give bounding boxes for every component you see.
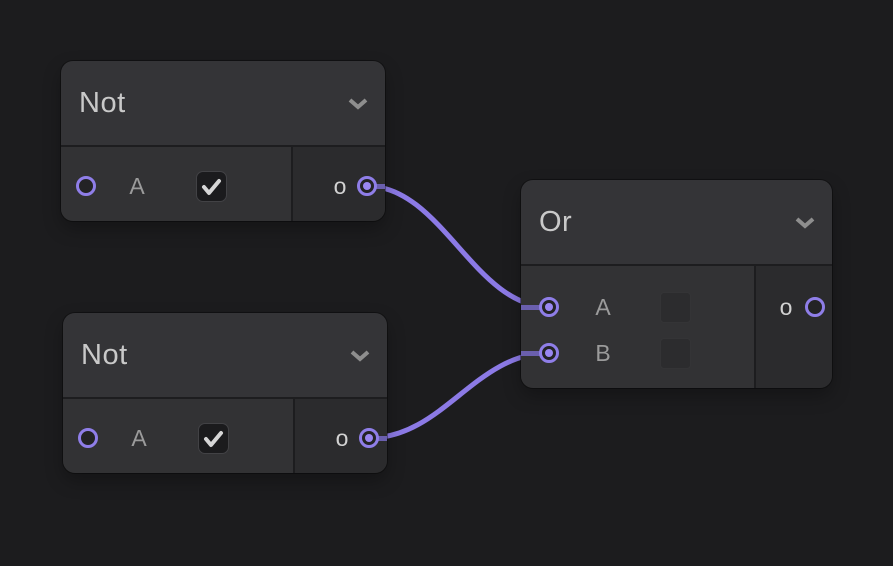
output-socket-o[interactable] — [359, 428, 379, 448]
output-label: o — [333, 173, 347, 199]
output-socket-o[interactable] — [357, 176, 377, 196]
node-header[interactable]: Not — [61, 61, 385, 145]
input-socket-b[interactable] — [539, 343, 559, 363]
node-or[interactable]: Or A B o — [521, 180, 832, 388]
checkbox-input-a-checked[interactable] — [198, 423, 229, 454]
output-label: o — [335, 425, 349, 451]
wire-stub — [521, 351, 549, 356]
node-not-1[interactable]: Not A o — [61, 61, 385, 221]
node-not-2[interactable]: Not A o — [63, 313, 387, 473]
input-socket-a[interactable] — [76, 176, 96, 196]
inputs-section — [521, 266, 754, 388]
wire-stub — [521, 305, 549, 310]
chevron-down-icon[interactable] — [794, 216, 816, 230]
node-title: Not — [81, 338, 128, 371]
input-label: A — [129, 173, 145, 199]
checkbox-input-a-checked[interactable] — [196, 171, 227, 202]
input-label: A — [131, 425, 147, 451]
checkmark-icon — [204, 431, 223, 447]
checkmark-icon — [202, 179, 221, 195]
section-divider — [293, 399, 295, 473]
input-socket-a[interactable] — [539, 297, 559, 317]
node-title: Or — [539, 205, 573, 238]
node-header[interactable]: Or — [521, 180, 832, 264]
header-divider — [521, 264, 832, 266]
hidden-control-a — [660, 292, 691, 323]
output-label: o — [779, 294, 793, 320]
header-divider — [61, 145, 385, 147]
node-header[interactable]: Not — [63, 313, 387, 397]
section-divider — [291, 147, 293, 221]
chevron-down-icon[interactable] — [347, 97, 369, 111]
inputs-section — [61, 147, 291, 221]
section-divider — [754, 266, 756, 388]
header-divider — [63, 397, 387, 399]
output-socket-o[interactable] — [805, 297, 825, 317]
chevron-down-icon[interactable] — [349, 349, 371, 363]
node-title: Not — [79, 86, 126, 119]
inputs-section — [63, 399, 293, 473]
input-label: A — [595, 294, 611, 320]
input-socket-a[interactable] — [78, 428, 98, 448]
hidden-control-b — [660, 338, 691, 369]
input-label: B — [595, 340, 611, 366]
outputs-section — [756, 266, 832, 388]
